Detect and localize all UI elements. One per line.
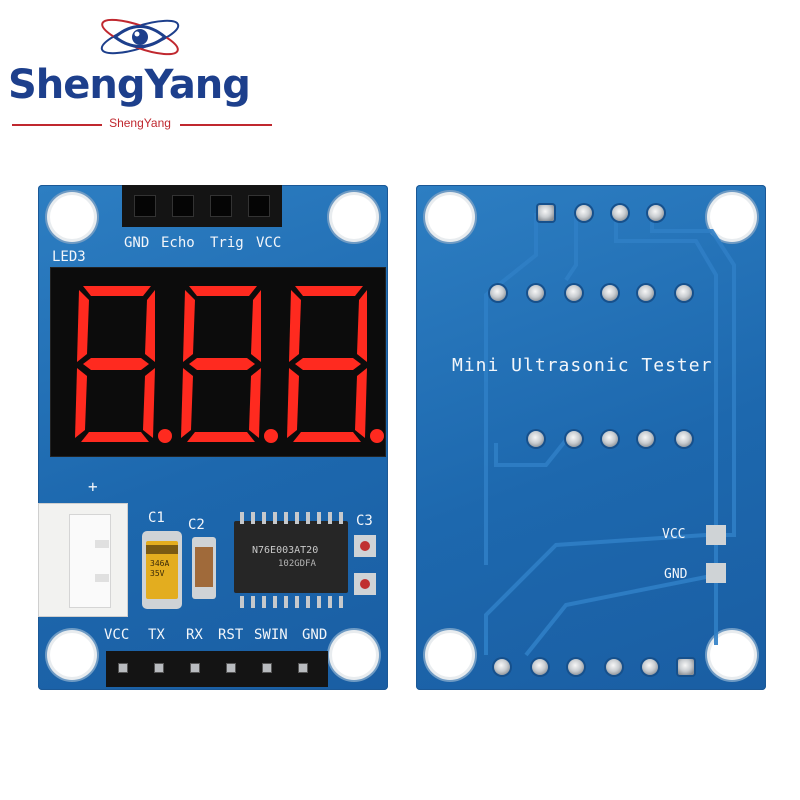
- pin-label-echo: Echo: [161, 235, 195, 251]
- pad: [528, 285, 544, 301]
- capacitor-polarity-band: [146, 545, 178, 554]
- pad: [490, 285, 506, 301]
- c3-pad-bottom: [354, 573, 376, 595]
- pad: [642, 659, 658, 675]
- mounting-hole: [50, 633, 94, 677]
- header-socket: [172, 195, 194, 217]
- plus-mark: +: [88, 477, 98, 496]
- pad: [566, 431, 582, 447]
- led-seven-segment-display: [50, 267, 386, 457]
- vcc-label: VCC: [662, 527, 686, 542]
- tantalum-capacitor: 346A 35V: [146, 541, 178, 599]
- pad: [676, 431, 692, 447]
- chip-pins-bottom: [236, 593, 346, 608]
- pad: [566, 285, 582, 301]
- pin-label-vcc: VCC: [256, 235, 282, 251]
- mounting-hole: [332, 195, 376, 239]
- eye-logo-icon: [100, 18, 180, 56]
- pad: [602, 285, 618, 301]
- pin-label-rx: RX: [186, 627, 203, 643]
- pin-label-gnd-bottom: GND: [302, 627, 328, 643]
- pad: [648, 205, 664, 221]
- pin-label-trig: Trig: [210, 235, 244, 251]
- pad: [528, 431, 544, 447]
- bottom-pin-header: [106, 651, 328, 687]
- mounting-hole: [50, 195, 94, 239]
- gnd-label: GND: [664, 567, 688, 582]
- pad: [538, 205, 554, 221]
- pcb-traces: [484, 213, 736, 657]
- header-socket: [248, 195, 270, 217]
- pin-label-rst: RST: [218, 627, 244, 643]
- mounting-hole: [710, 195, 754, 239]
- header-socket: [210, 195, 232, 217]
- pin-label-vcc-bottom: VCC: [104, 627, 130, 643]
- chip-pins-top: [236, 509, 346, 524]
- power-connector: [38, 503, 128, 617]
- pad: [612, 205, 628, 221]
- pad: [638, 431, 654, 447]
- header-socket: [134, 195, 156, 217]
- pad: [576, 205, 592, 221]
- front-pcb-board: GND Echo Trig VCC LED3: [38, 185, 388, 690]
- chip-marking-line2: 102GDFA: [278, 559, 316, 569]
- vcc-pad: [706, 525, 726, 545]
- connector-pin: [95, 574, 109, 582]
- pad: [532, 659, 548, 675]
- pin-label-swin: SWIN: [254, 627, 288, 643]
- pad: [678, 659, 694, 675]
- pin-label-tx: TX: [148, 627, 165, 643]
- brand-name: ShengYang: [8, 62, 251, 108]
- c2-label: C2: [188, 517, 205, 533]
- gnd-pad: [706, 563, 726, 583]
- mounting-hole: [428, 195, 472, 239]
- pad: [606, 659, 622, 675]
- connector-pin: [95, 540, 109, 548]
- display-label: LED3: [52, 249, 86, 265]
- brand-subtitle: ShengYang: [109, 116, 171, 130]
- chip-marking-line1: N76E003AT20: [252, 545, 319, 556]
- mounting-hole: [428, 633, 472, 677]
- pad: [676, 285, 692, 301]
- pad: [494, 659, 510, 675]
- top-pin-header: [122, 185, 282, 227]
- mounting-hole: [332, 633, 376, 677]
- pad: [638, 285, 654, 301]
- board-title: Mini Ultrasonic Tester: [452, 355, 713, 376]
- c3-label: C3: [356, 513, 373, 529]
- c1-label: C1: [148, 510, 165, 526]
- microcontroller-chip: N76E003AT20 102GDFA: [234, 521, 348, 593]
- capacitor-marking: 346A 35V: [150, 559, 170, 578]
- c3-pad-top: [354, 535, 376, 557]
- capacitor-c1-pad: 346A 35V: [142, 531, 182, 609]
- brand-divider-right: [180, 124, 272, 126]
- back-pcb-board: Mini Ultrasonic Tester VCC GND: [416, 185, 766, 690]
- ceramic-capacitor: [195, 547, 213, 587]
- brand-divider-left: [12, 124, 102, 126]
- connector-housing: [69, 514, 111, 608]
- capacitor-c2-pad: [192, 537, 216, 599]
- led-digits-graphic: [75, 286, 384, 443]
- pad: [602, 431, 618, 447]
- pad: [568, 659, 584, 675]
- pin-label-gnd: GND: [124, 235, 150, 251]
- brand-logo: ShengYang ShengYang: [0, 0, 290, 135]
